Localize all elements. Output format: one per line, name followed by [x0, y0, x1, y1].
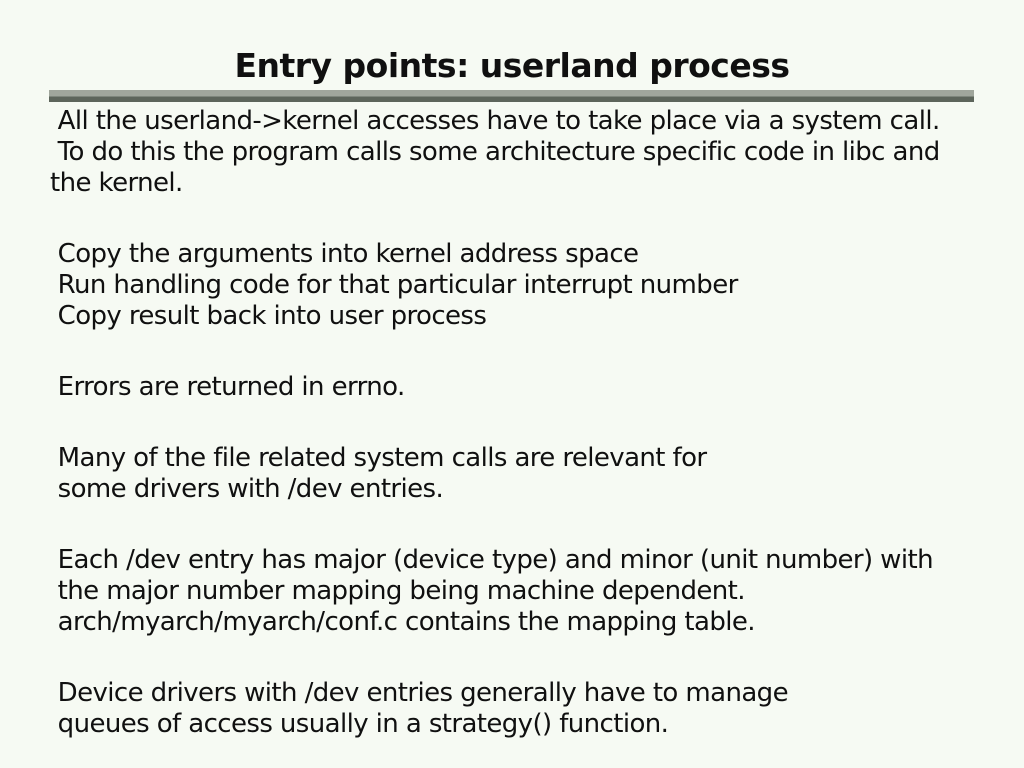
- text-line: Each /dev entry has major (device type) …: [50, 545, 934, 575]
- text-line: queues of access usually in a strategy()…: [50, 709, 669, 739]
- slide-title: Entry points: userland process: [234, 46, 790, 85]
- text-line: To do this the program calls some archit…: [50, 137, 941, 167]
- text-line: Copy result back into user process: [50, 301, 487, 331]
- text-line: the major number mapping being machine d…: [50, 576, 746, 606]
- text-line: Run handling code for that particular in…: [50, 270, 739, 300]
- paragraph: Copy the arguments into kernel address s…: [0, 239, 1024, 332]
- paragraph: Device drivers with /dev entries general…: [0, 678, 1024, 740]
- paragraph: All the userland->kernel accesses have t…: [0, 106, 1024, 199]
- text-line: Copy the arguments into kernel address s…: [50, 239, 639, 269]
- title-separator-rule: [49, 90, 974, 102]
- text-line: Many of the file related system calls ar…: [50, 443, 707, 473]
- slide-body: All the userland->kernel accesses have t…: [0, 106, 1024, 740]
- text-line: the kernel.: [50, 168, 183, 198]
- text-line: Device drivers with /dev entries general…: [50, 678, 789, 708]
- text-line: arch/myarch/myarch/conf.c contains the m…: [50, 607, 756, 637]
- text-line: some drivers with /dev entries.: [50, 474, 444, 504]
- paragraph: Many of the file related system calls ar…: [0, 443, 1024, 505]
- text-line: All the userland->kernel accesses have t…: [50, 106, 941, 136]
- paragraph: Each /dev entry has major (device type) …: [0, 545, 1024, 638]
- paragraph: Errors are returned in errno.: [0, 372, 1024, 403]
- text-line: Errors are returned in errno.: [50, 372, 406, 402]
